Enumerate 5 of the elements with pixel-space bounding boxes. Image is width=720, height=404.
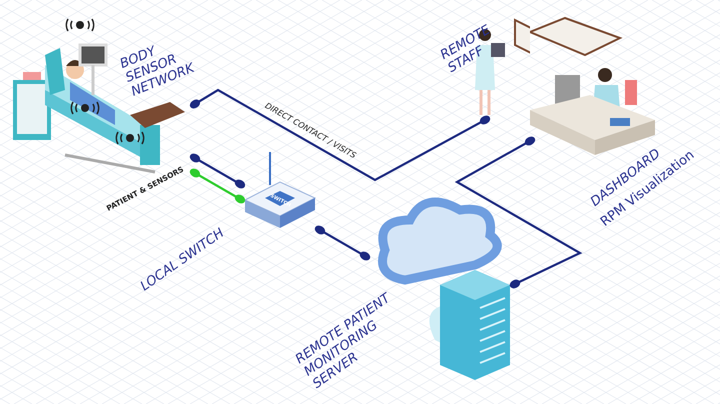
connector-line (454, 136, 582, 288)
connector-line (190, 154, 246, 188)
connector-line (190, 168, 246, 204)
connector-line (190, 88, 490, 182)
connector-line (314, 226, 370, 260)
